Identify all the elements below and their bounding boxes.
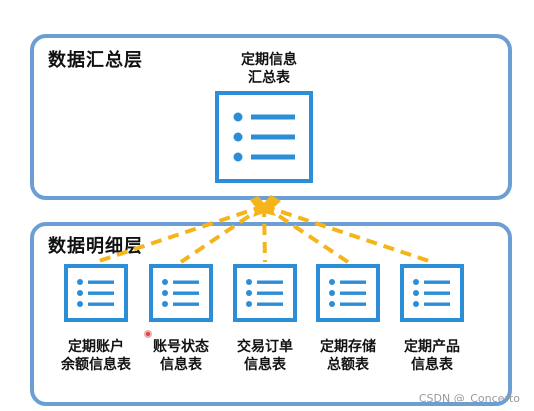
detail-table-label: 定期存储 总额表	[298, 338, 398, 374]
detail-table-label: 定期账户 余额信息表	[46, 338, 146, 374]
summary-table-label-line1: 定期信息	[241, 52, 297, 68]
detail-table-label: 交易订单 信息表	[215, 338, 315, 374]
detail-table-label-line2: 信息表	[244, 357, 286, 373]
list-icon	[233, 112, 295, 162]
watermark: CSDN @_Concerto	[418, 392, 520, 405]
summary-table-label-line2: 汇总表	[248, 70, 290, 86]
list-icon	[77, 279, 114, 307]
detail-table-label-line2: 总额表	[327, 357, 369, 373]
detail-table-label-line1: 定期产品	[404, 339, 460, 355]
detail-table-label-line1: 交易订单	[237, 339, 293, 355]
summary-layer-title: 数据汇总层	[48, 50, 143, 71]
detail-table-label-line1: 定期存储	[320, 339, 376, 355]
list-icon	[246, 279, 283, 307]
detail-table-icon	[316, 264, 380, 322]
summary-table-label: 定期信息 汇总表	[219, 51, 319, 87]
detail-table-label-line2: 信息表	[411, 357, 453, 373]
detail-table-icon	[149, 264, 213, 322]
detail-table-label: 账号状态 信息表	[131, 338, 231, 374]
detail-table-label-line2: 余额信息表	[61, 357, 131, 373]
detail-table-label: 定期产品 信息表	[382, 338, 482, 374]
list-icon	[162, 279, 199, 307]
detail-table-icon	[400, 264, 464, 322]
detail-table-label-line2: 信息表	[160, 357, 202, 373]
detail-table-icon	[64, 264, 128, 322]
list-icon	[413, 279, 450, 307]
summary-table-icon	[215, 91, 313, 183]
detail-table-label-line1: 定期账户	[68, 339, 124, 355]
list-icon	[329, 279, 366, 307]
detail-layer-title: 数据明细层	[48, 236, 143, 257]
detail-table-label-line1: 账号状态	[153, 339, 209, 355]
detail-table-icon	[233, 264, 297, 322]
